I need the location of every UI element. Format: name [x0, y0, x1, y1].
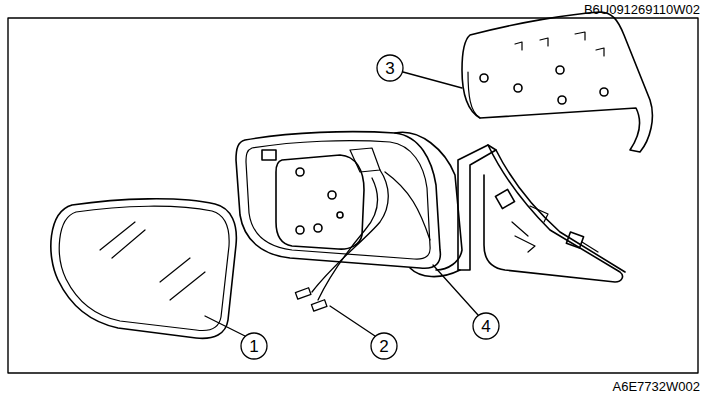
mirror-cover	[462, 12, 652, 152]
drawing-code: B6U091269110W02	[584, 3, 700, 16]
wire-harness	[295, 170, 430, 311]
mirror-housing	[236, 132, 462, 277]
drawing-code: A6E7732W002	[613, 380, 700, 393]
mirror-base	[458, 145, 625, 282]
callout-leaders	[205, 55, 499, 359]
frame	[8, 18, 698, 373]
callout-number: 1	[249, 338, 258, 355]
callout-number: 2	[379, 338, 388, 355]
callout-number: 4	[481, 318, 490, 335]
callout-number: 3	[385, 60, 394, 77]
